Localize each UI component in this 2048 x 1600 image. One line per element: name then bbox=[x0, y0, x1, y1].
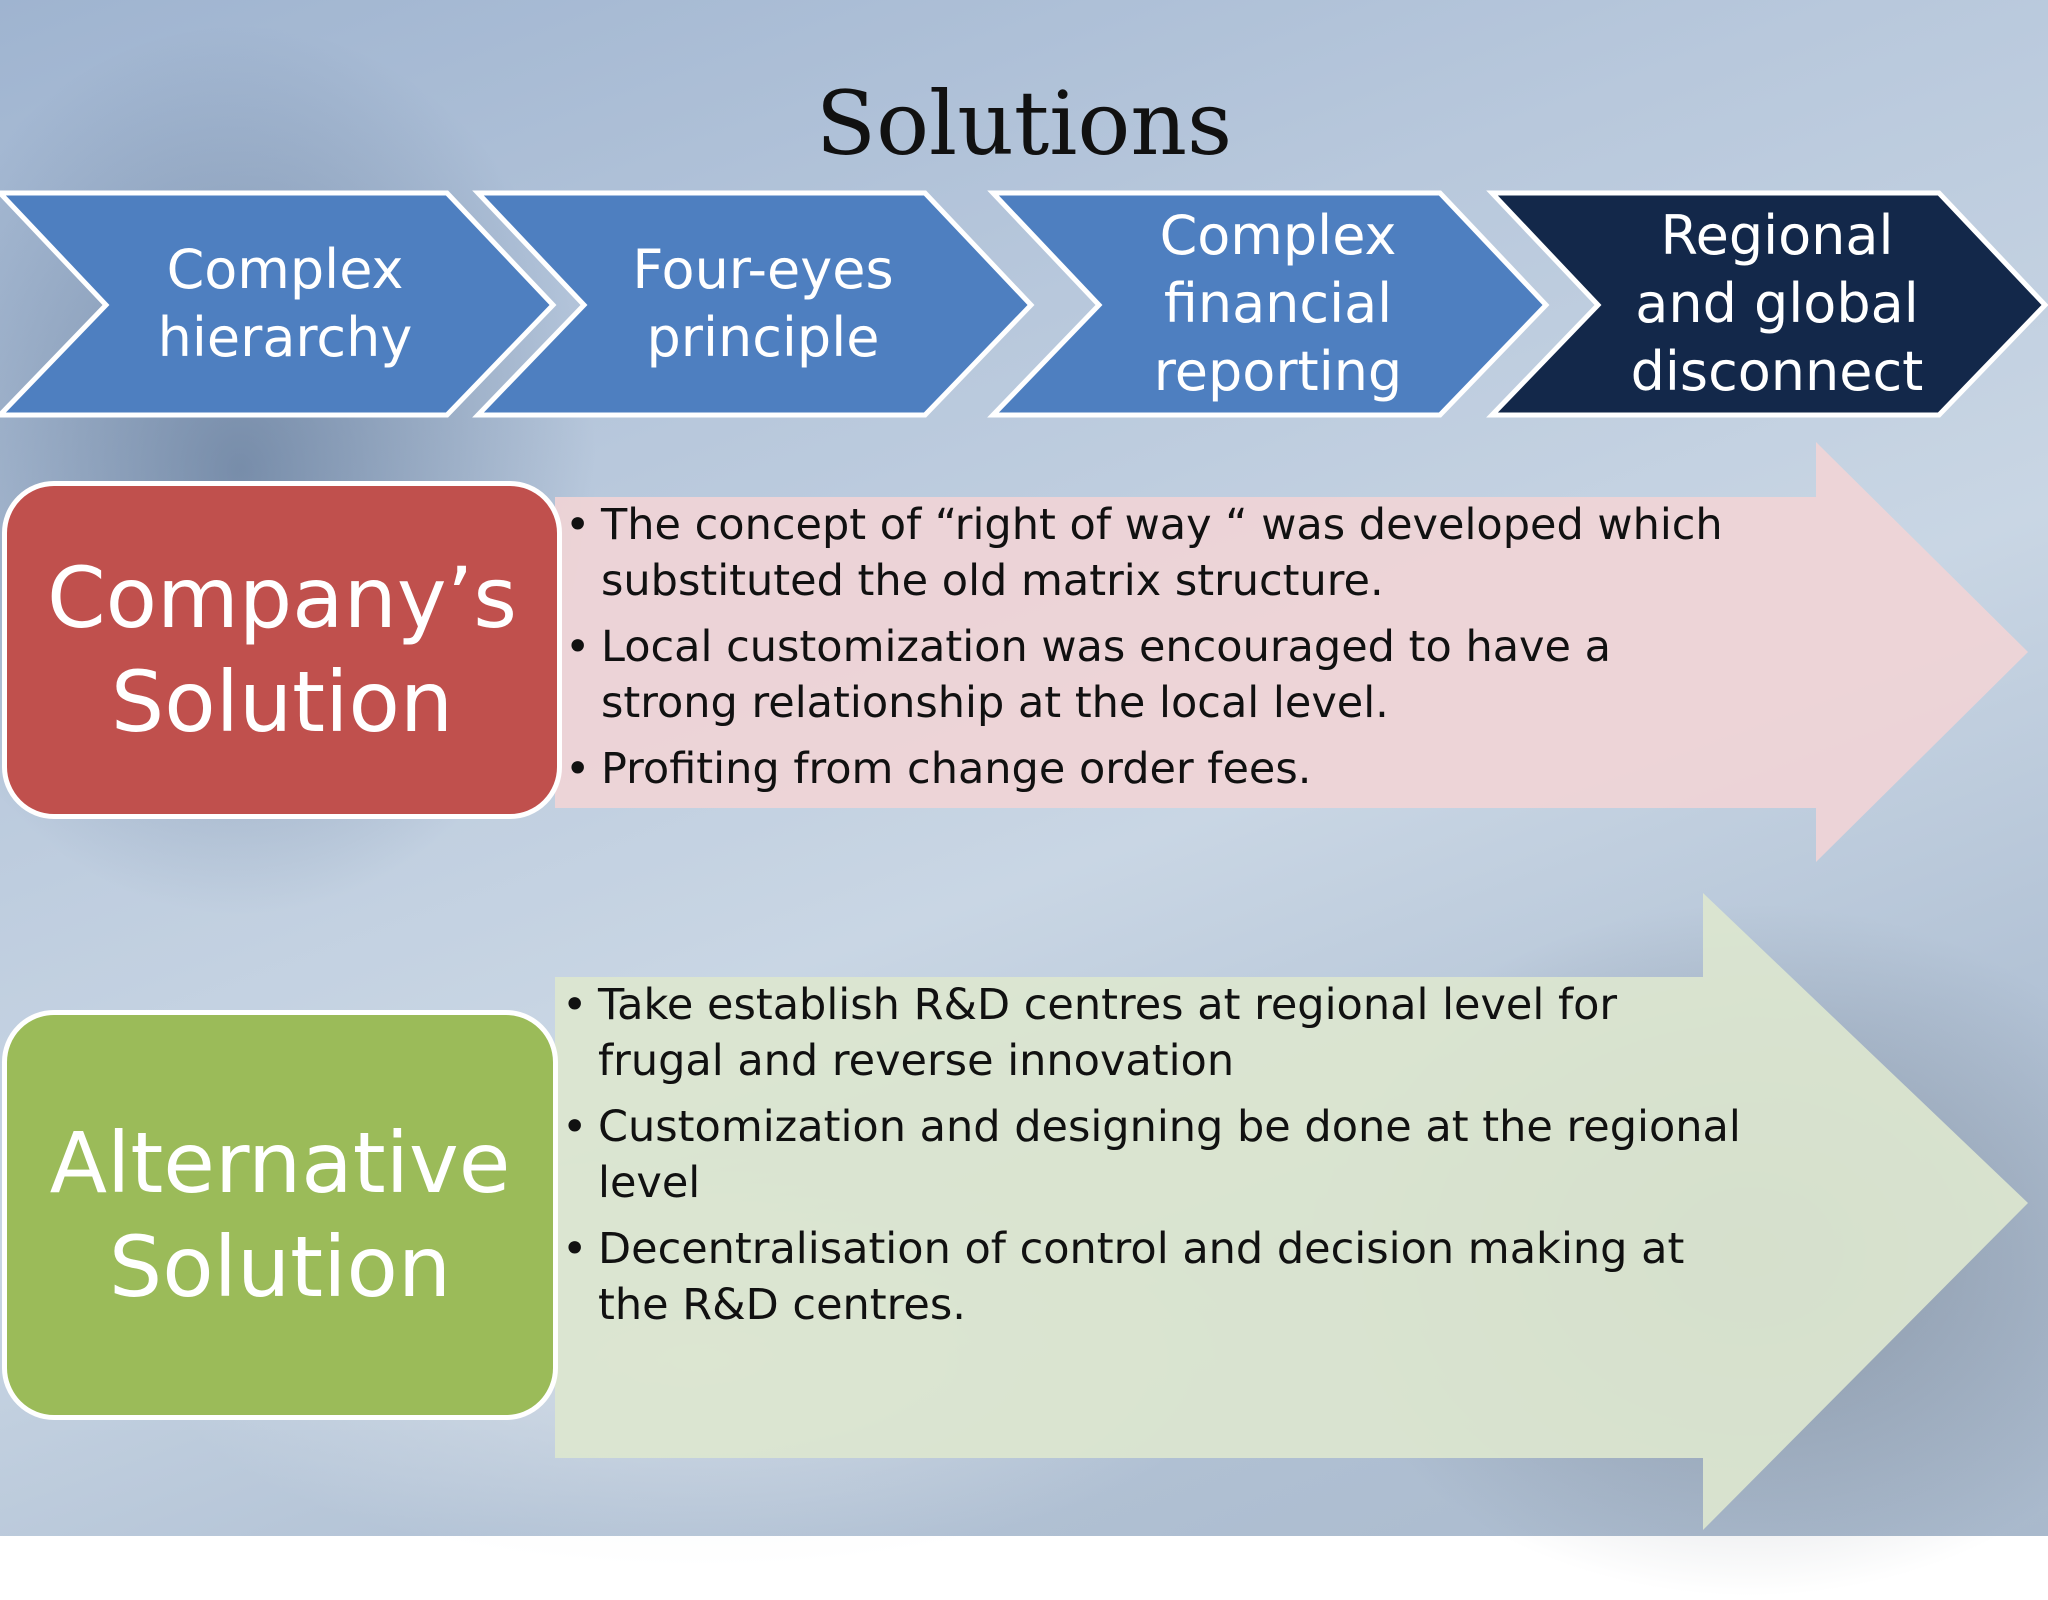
chevron-step-1 bbox=[0, 190, 557, 418]
step-label-complex-hierarchy: Complex hierarchy bbox=[157, 238, 413, 369]
company-solution-point: Profiting from change order fees. bbox=[565, 741, 1745, 797]
chevron-step-4 bbox=[1486, 190, 2048, 418]
slide-title: Solutions bbox=[815, 72, 1233, 175]
alternative-solution-point: Take establish R&D centres at regional l… bbox=[562, 977, 1742, 1089]
alternative-solution-point: Customization and designing be done at t… bbox=[562, 1099, 1742, 1211]
company-solution-point: Local customization was encouraged to ha… bbox=[565, 619, 1745, 731]
step-label-complex-financial-reporting: Complex financial reporting bbox=[1153, 204, 1403, 403]
alternative-solution-points: Take establish R&D centres at regional l… bbox=[562, 977, 1742, 1343]
company-solution-point: The concept of “right of way “ was devel… bbox=[565, 497, 1745, 609]
chevron-step-3 bbox=[987, 190, 1550, 418]
alternative-solution-point: Decentralisation of control and decision… bbox=[562, 1221, 1742, 1333]
step-label-four-eyes-principle: Four-eyes principle bbox=[632, 238, 894, 369]
company-solution-points: The concept of “right of way “ was devel… bbox=[565, 497, 1745, 807]
step-label-regional-global-disconnect: Regional and global disconnect bbox=[1630, 204, 1924, 403]
chevron-step-2 bbox=[472, 190, 1035, 418]
alternative-solution-heading-box: Alternative Solution bbox=[2, 1010, 558, 1420]
company-solution-heading-box: Company’s Solution bbox=[2, 481, 562, 819]
